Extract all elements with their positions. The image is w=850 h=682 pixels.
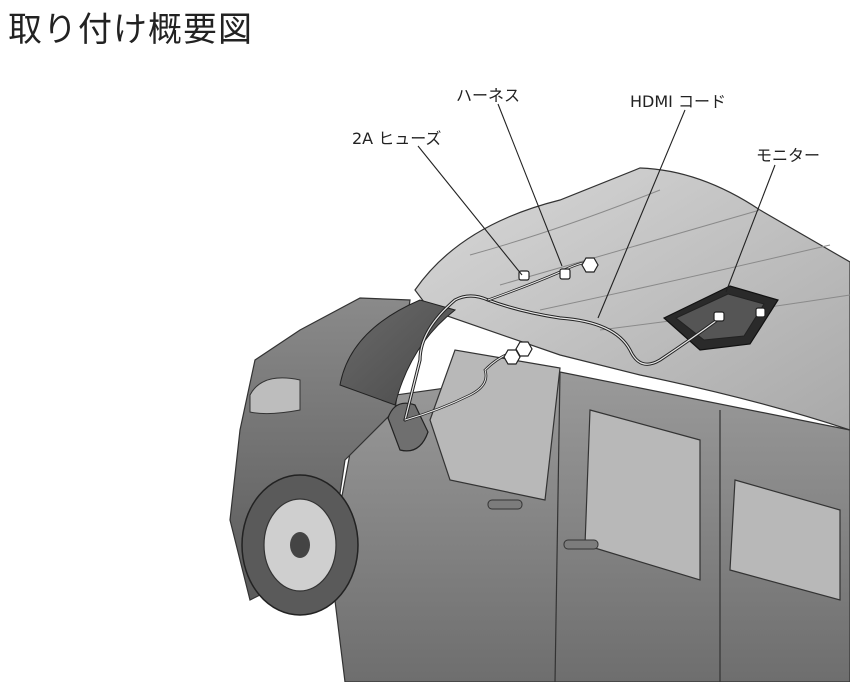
- leader-lines: [417, 103, 776, 319]
- leader-harness: [497, 103, 563, 267]
- front-door-window: [429, 349, 561, 501]
- car-roof: [414, 167, 850, 431]
- door-lines: [554, 371, 721, 682]
- fuse-connector: [518, 270, 530, 281]
- monitor-connector-a: [713, 311, 725, 322]
- leader-monitor: [725, 164, 776, 293]
- front-wheel: [241, 474, 359, 616]
- rear-door-handle: [563, 539, 599, 550]
- callout-2a-fuse: 2A ヒューズ: [352, 129, 442, 148]
- rear-door-window: [584, 409, 701, 581]
- callout-hdmi-cord: HDMI コード: [630, 92, 726, 111]
- harness-connector-a: [559, 268, 571, 280]
- rear-quarter-window: [729, 479, 841, 601]
- connectors: [503, 257, 766, 365]
- page-title: 取り付け概要図: [8, 10, 253, 50]
- harness-connector-d: [503, 349, 521, 365]
- windshield: [339, 299, 457, 406]
- headlight: [249, 377, 301, 415]
- callout-harness: ハーネス: [456, 86, 521, 105]
- leader-fuse: [417, 145, 523, 276]
- hdmi-cable-core: [404, 295, 721, 421]
- car-illustration: [229, 167, 850, 682]
- callout-monitor: モニター: [756, 146, 821, 165]
- leader-hdmi: [597, 109, 686, 319]
- harness-connector-c: [515, 341, 533, 357]
- harness-connector-b: [581, 257, 599, 273]
- monitor-connector-b: [755, 307, 766, 318]
- front-door-handle: [487, 499, 523, 510]
